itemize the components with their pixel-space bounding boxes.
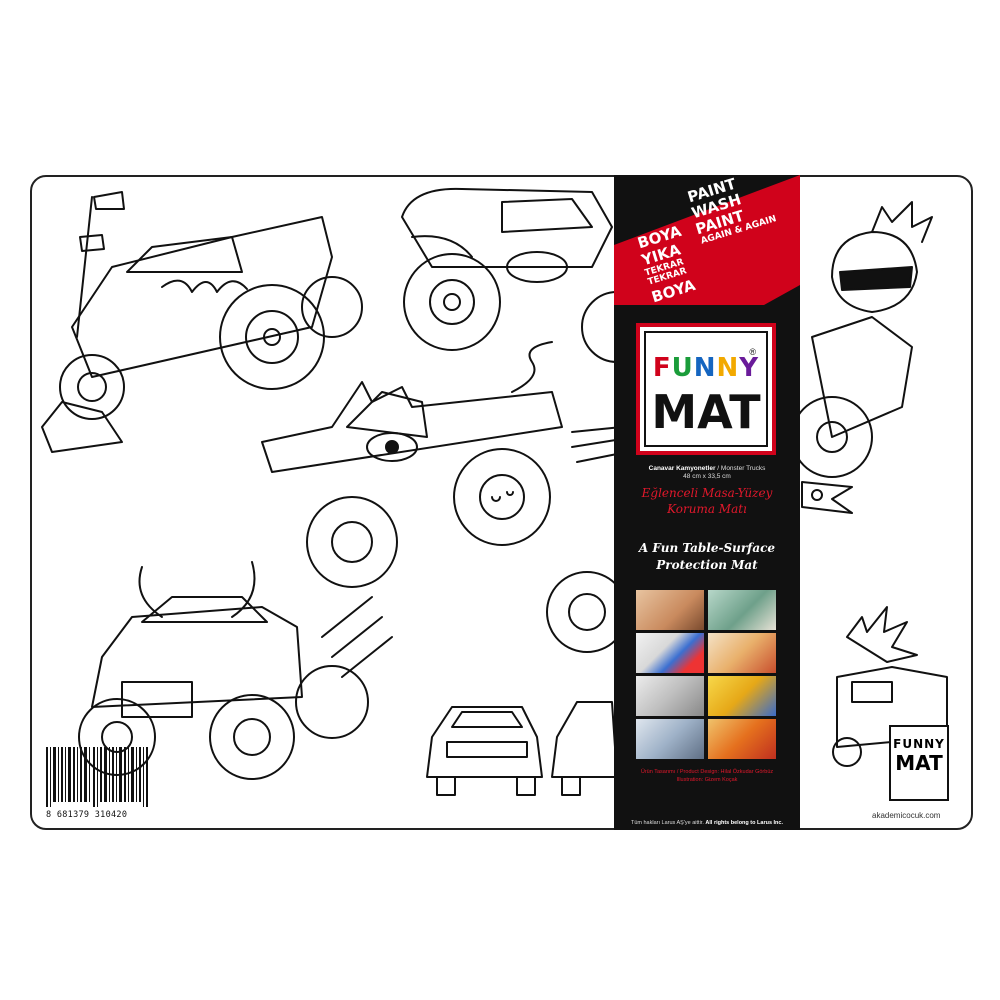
logo-funny-word: FUNNY xyxy=(646,353,766,383)
title-en: A Fun Table-Surface Protection Mat xyxy=(638,541,776,572)
logo-letter: Y xyxy=(739,353,760,383)
pirate-flag xyxy=(801,481,853,514)
helmeted-motorcycle-rider xyxy=(791,201,933,478)
bull-monster-truck xyxy=(78,561,393,780)
monster-truck-with-horns-and-flames xyxy=(41,191,363,453)
photo-colored-mat xyxy=(708,633,776,673)
product-size: 48 cm x 33,5 cm xyxy=(683,473,731,481)
product-label-band: BOYA YIKA TEKRAR TEKRAR BOYA PAINT WASH … xyxy=(614,175,800,830)
photo-drawing xyxy=(636,676,704,716)
coloring-mat: 8 681379 310420 FUNNY MAT akademicocuk.c… xyxy=(30,175,973,830)
series-en: Monster Trucks xyxy=(720,465,766,472)
logo-letter: N xyxy=(693,353,717,383)
photo-child-coloring xyxy=(636,590,704,630)
red-corner-banner xyxy=(614,175,800,305)
logo-mat-word: MAT xyxy=(651,385,761,439)
series-tr: Canavar Kamyonetler xyxy=(648,465,716,472)
mini-logo: FUNNY MAT xyxy=(889,725,949,801)
barcode-digits: 8 681379 310420 xyxy=(46,810,128,820)
copyright: Tüm hakları Larus AŞ'ye aittir. All righ… xyxy=(630,820,784,826)
photo-paints xyxy=(636,633,704,673)
photo-collage xyxy=(636,590,776,759)
classic-cars xyxy=(426,571,628,796)
photo-washing xyxy=(636,719,704,759)
monster-truck-illustrations xyxy=(41,187,948,796)
photo-hands-painting xyxy=(708,590,776,630)
logo-letter: F xyxy=(652,353,672,383)
registered-mark: ® xyxy=(749,347,756,357)
website-url: akademicocuk.com xyxy=(872,811,941,820)
barcode xyxy=(46,747,148,807)
photo-excavator xyxy=(708,719,776,759)
funny-mat-logo: FUNNY ® MAT xyxy=(636,323,776,455)
credits: Ürün Tasarımı / Product Design: Hilal Öz… xyxy=(640,769,774,783)
logo-letter: N xyxy=(716,353,740,383)
mini-logo-line2: MAT xyxy=(895,751,943,775)
explosion-burst xyxy=(832,606,948,767)
cat-monster-truck xyxy=(261,341,628,588)
logo-letter: U xyxy=(671,353,694,383)
photo-colored-truck xyxy=(708,676,776,716)
mini-logo-line1: FUNNY xyxy=(893,737,945,751)
series-info: Canavar Kamyonetler / Monster Trucks 48 … xyxy=(648,465,766,481)
title-tr: Eğlenceli Masa-Yüzey Koruma Matı xyxy=(641,486,773,517)
